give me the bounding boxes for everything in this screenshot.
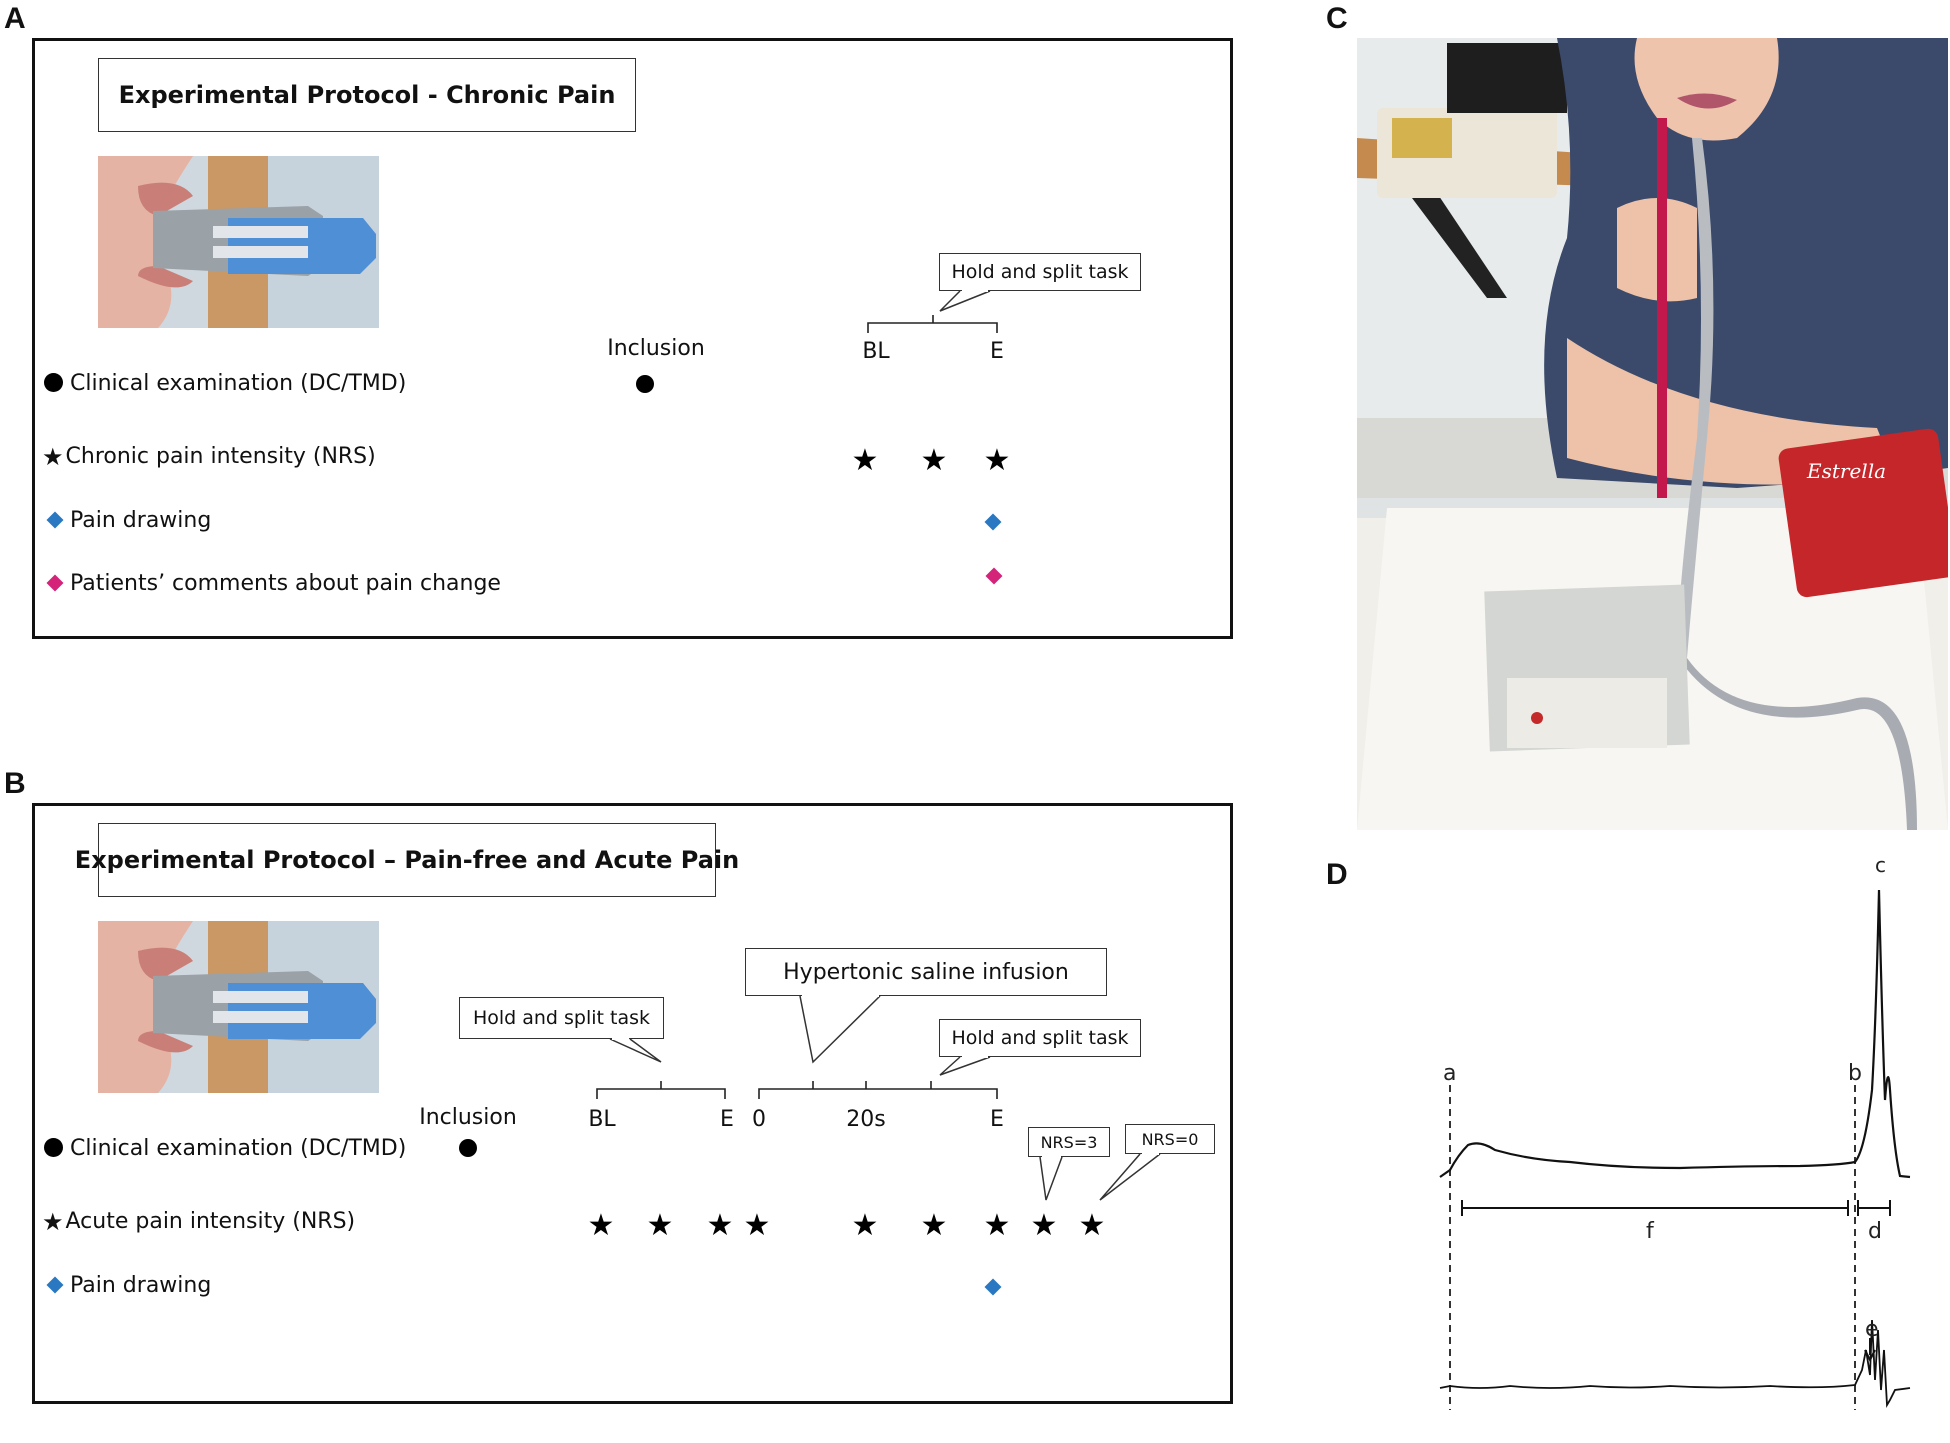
row-clinical-examination-b: Clinical examination (DC/TMD): [44, 1136, 406, 1162]
star-marker: ★: [744, 1208, 771, 1243]
callout-hold-split-b1: Hold and split task: [459, 997, 664, 1039]
panel-d-letter: D: [1326, 858, 1348, 891]
pointer-b2: [939, 1056, 991, 1076]
panel-b-title: Experimental Protocol – Pain-free and Ac…: [75, 823, 739, 897]
black-circle-icon: [44, 1138, 63, 1157]
row-label-text: Pain drawing: [70, 1273, 212, 1298]
pain-drawing-marker-b: [984, 1278, 1002, 1296]
row-label-text: Patients’ comments about pain change: [70, 571, 501, 596]
baseline-label-b: BL: [588, 1107, 616, 1132]
panel-b-letter: B: [4, 767, 26, 800]
inclusion-label-b: Inclusion: [419, 1105, 517, 1130]
panel-c-letter: C: [1326, 2, 1348, 35]
star-marker: ★: [707, 1208, 734, 1243]
row-label-text: Chronic pain intensity (NRS): [65, 444, 376, 469]
panel-a-frame: [32, 38, 1233, 639]
callout-nrs-3: NRS=3: [1028, 1127, 1110, 1157]
star-marker: ★: [852, 1208, 879, 1243]
star-marker: ★: [852, 443, 879, 478]
pointer-nrs0: [1099, 1153, 1161, 1201]
row-pain-drawing-b: Pain drawing: [46, 1273, 211, 1299]
pointer-b1: [609, 1038, 662, 1063]
bracket-b1: [596, 1081, 726, 1099]
row-pain-drawing-a: Pain drawing: [46, 508, 211, 534]
black-circle-icon: [44, 373, 63, 392]
panel-a-title: Experimental Protocol - Chronic Pain: [98, 58, 636, 132]
star-marker: ★: [984, 1208, 1011, 1243]
row-patient-comments-a: Patients’ comments about pain change: [46, 571, 501, 597]
end-label-b2: E: [990, 1107, 1004, 1132]
bite-force-device-photo-a: [98, 156, 379, 328]
baseline-label-a: BL: [862, 339, 890, 364]
pain-drawing-marker-a: [984, 513, 1002, 531]
star-marker: ★: [984, 443, 1011, 478]
svg-text:Estrella: Estrella: [1806, 459, 1886, 483]
time-zero-label: 0: [752, 1107, 766, 1132]
label-d: d: [1868, 1219, 1882, 1244]
star-marker: ★: [921, 443, 948, 478]
row-label-text: Pain drawing: [70, 508, 212, 533]
force-emg-trace-figure: a b c d e f: [1420, 850, 1940, 1443]
inclusion-marker-a: [636, 375, 654, 393]
bite-force-device-photo-b: [98, 921, 379, 1093]
inclusion-marker-b: [459, 1139, 477, 1157]
bite-force-setup-photo: Estrella: [1357, 38, 1948, 830]
span-d: [1857, 1200, 1891, 1216]
pointer-saline: [799, 995, 881, 1064]
time-20s-label: 20s: [846, 1107, 886, 1132]
row-label-text: Acute pain intensity (NRS): [65, 1209, 356, 1234]
label-c: c: [1875, 853, 1886, 877]
end-label-a: E: [990, 339, 1004, 364]
pointer-a: [939, 290, 991, 312]
star-marker: ★: [647, 1208, 674, 1243]
bracket-b2: [758, 1081, 998, 1099]
black-star-icon: ★: [42, 443, 64, 471]
star-marker: ★: [1031, 1208, 1058, 1243]
callout-hold-split-a: Hold and split task: [939, 253, 1141, 291]
bracket-a: [867, 315, 998, 333]
force-trace: [1439, 889, 1911, 1179]
row-pain-intensity-b: ★Acute pain intensity (NRS): [42, 1209, 355, 1235]
row-label-text: Clinical examination (DC/TMD): [70, 371, 407, 396]
emg-trace: [1439, 1319, 1911, 1408]
span-f: [1461, 1200, 1849, 1216]
star-marker: ★: [921, 1208, 948, 1243]
star-marker: ★: [1079, 1208, 1106, 1243]
comments-marker-a: [985, 567, 1003, 585]
panel-b-frame: [32, 803, 1233, 1404]
label-b: b: [1848, 1061, 1862, 1086]
row-clinical-examination-a: Clinical examination (DC/TMD): [44, 371, 406, 397]
inclusion-label-a: Inclusion: [607, 336, 705, 361]
panel-a-letter: A: [4, 2, 26, 35]
star-marker: ★: [588, 1208, 615, 1243]
callout-hypertonic-saline: Hypertonic saline infusion: [745, 948, 1107, 996]
row-label-text: Clinical examination (DC/TMD): [70, 1136, 407, 1161]
callout-hold-split-b2: Hold and split task: [939, 1019, 1141, 1057]
label-a: a: [1443, 1061, 1456, 1086]
end-label-b1: E: [720, 1107, 734, 1132]
callout-nrs-0: NRS=0: [1125, 1124, 1215, 1154]
row-pain-intensity-a: ★Chronic pain intensity (NRS): [42, 444, 376, 470]
label-f: f: [1646, 1219, 1655, 1244]
black-star-icon: ★: [42, 1208, 64, 1236]
label-e: e: [1865, 1317, 1879, 1342]
pointer-nrs3: [1039, 1156, 1063, 1201]
arrow-e: [1864, 1338, 1876, 1363]
